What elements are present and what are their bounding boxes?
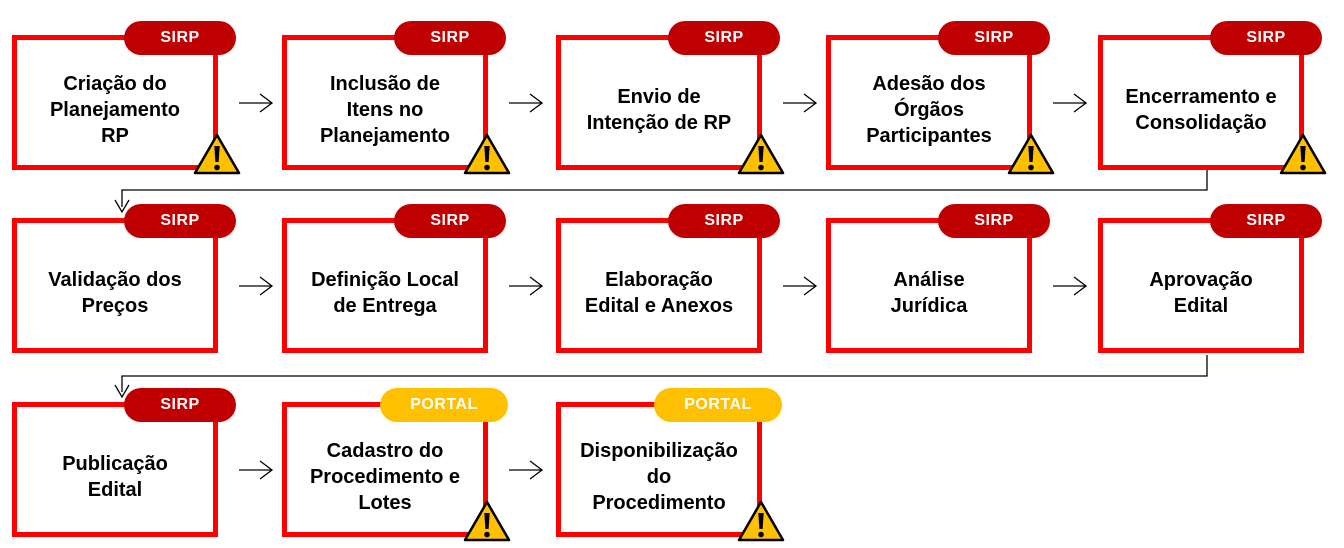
flow-arrow [238,91,274,115]
row-2-to-row-3-arrowhead [114,384,130,399]
step-label: Disponibilização do Procedimento [580,439,738,514]
step-label: Cadastro do Procedimento e Lotes [309,439,461,514]
row-1-to-row-2-arrowhead [114,199,130,214]
step-label: Inclusão de Itens no Planejamento [319,72,451,147]
sirp-badge: SIRP [124,21,236,55]
flow-arrow [1052,91,1088,115]
flow-arrow [508,274,544,298]
flow-arrow [782,91,818,115]
step-box: Encerramento e Consolidação [1098,35,1304,170]
sirp-badge: SIRP [938,21,1050,55]
step-box: Análise Jurídica [826,218,1032,353]
sirp-badge: SIRP [668,21,780,55]
portal-badge: PORTAL [380,388,508,422]
step-label: Envio de Intenção de RP [586,85,732,134]
flow-arrow [508,91,544,115]
warning-icon [1006,132,1056,176]
step-box: Validação dos Preços [12,218,218,353]
warning-icon [192,132,242,176]
step-box: Aprovação Edital [1098,218,1304,353]
step-label: Encerramento e Consolidação [1125,85,1277,134]
row-1-to-row-2-connector [121,170,1208,207]
flow-arrow [1052,274,1088,298]
step-box: Adesão dos Órgãos Participantes [826,35,1032,170]
flow-arrow [238,274,274,298]
sirp-badge: SIRP [938,204,1050,238]
portal-badge: PORTAL [654,388,782,422]
flow-arrow [238,458,274,482]
step-box: Criação do Planejamento RP [12,35,218,170]
warning-icon [462,499,512,543]
sirp-badge: SIRP [668,204,780,238]
sirp-badge: SIRP [1210,204,1322,238]
warning-icon [1278,132,1328,176]
step-box: Elaboração Edital e Anexos [556,218,762,353]
step-label: Definição Local de Entrega [311,268,459,317]
warning-icon [736,132,786,176]
step-box: Disponibilização do Procedimento [556,402,762,537]
warning-icon [736,499,786,543]
flow-arrow [508,458,544,482]
warning-icon [462,132,512,176]
step-label: Validação dos Preços [48,268,182,317]
sirp-badge: SIRP [1210,21,1322,55]
sirp-badge: SIRP [124,204,236,238]
step-label: Publicação Edital [62,452,168,501]
row-2-to-row-3-connector [121,355,1208,392]
step-label: Criação do Planejamento RP [49,72,181,147]
sirp-badge: SIRP [394,21,506,55]
step-box: Definição Local de Entrega [282,218,488,353]
step-box: Publicação Edital [12,402,218,537]
step-box: Cadastro do Procedimento e Lotes [282,402,488,537]
step-label: Aprovação Edital [1149,268,1253,317]
step-box: Envio de Intenção de RP [556,35,762,170]
sirp-badge: SIRP [124,388,236,422]
step-label: Análise Jurídica [890,268,968,317]
sirp-badge: SIRP [394,204,506,238]
step-label: Adesão dos Órgãos Participantes [866,72,992,147]
flow-arrow [782,274,818,298]
step-box: Inclusão de Itens no Planejamento [282,35,488,170]
step-label: Elaboração Edital e Anexos [584,268,734,317]
